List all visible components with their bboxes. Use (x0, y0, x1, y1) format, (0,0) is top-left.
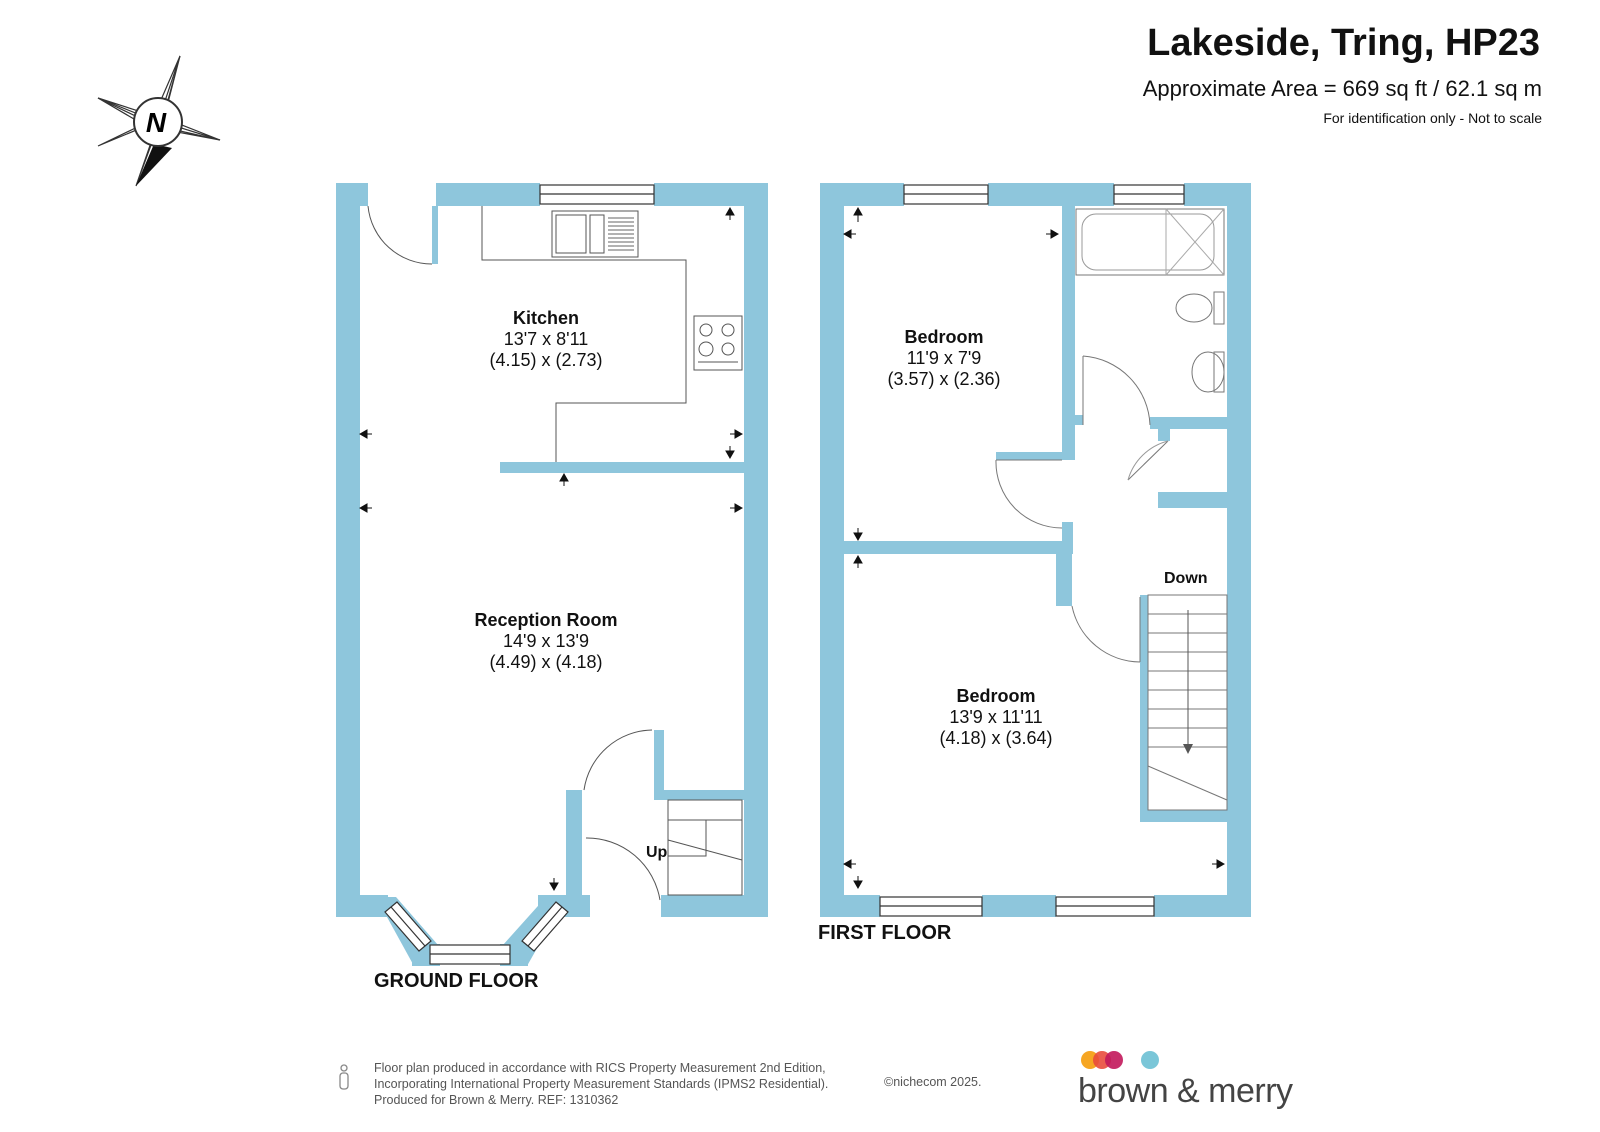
room-metric: (4.15) x (2.73) (489, 350, 603, 370)
ground-floor-fittings (367, 205, 743, 901)
room-reception: Reception Room 14'9 x 13'9 (4.49) x (4.1… (474, 610, 617, 673)
first-floor-label: FIRST FLOOR (818, 922, 952, 944)
room-name: Bedroom (904, 327, 984, 347)
person-icon (339, 1064, 349, 1090)
stairs-up-label: Up (646, 844, 668, 861)
footer-disclaimer: Floor plan produced in accordance with R… (374, 1060, 828, 1108)
room-metric: (4.18) x (3.64) (939, 728, 1053, 748)
room-imperial: 11'9 x 7'9 (906, 348, 982, 368)
first-floor-windows (879, 184, 1185, 917)
ground-floor-label: GROUND FLOOR (374, 970, 539, 992)
room-imperial: 13'7 x 8'11 (503, 329, 589, 349)
identification-note: For identification only - Not to scale (1323, 110, 1542, 126)
footer-line-3: Produced for Brown & Merry. REF: 1310362 (374, 1093, 619, 1107)
first-floor-walls (820, 183, 1251, 917)
room-bedroom-1: Bedroom 11'9 x 7'9 (3.57) x (2.36) (887, 327, 1000, 390)
north-arrow-icon: N (97, 55, 221, 187)
ground-floor-walls (336, 183, 768, 966)
compass-letter: N (146, 107, 167, 138)
room-metric: (3.57) x (2.36) (887, 369, 1001, 389)
room-name: Bedroom (956, 686, 1036, 706)
approximate-area: Approximate Area = 669 sq ft / 62.1 sq m (1142, 76, 1542, 101)
brand-name: brown & merry (1078, 1072, 1293, 1110)
first-floor-dimension-arrows (842, 206, 1226, 890)
first-floor-fittings (995, 208, 1228, 811)
room-imperial: 14'9 x 13'9 (503, 631, 589, 651)
copyright: ©nichecom 2025. (884, 1075, 982, 1089)
ground-floor-windows (384, 184, 655, 965)
room-name: Reception Room (474, 610, 618, 630)
ground-floor-dimension-arrows (358, 206, 744, 892)
page-title: Lakeside, Tring, HP23 (1147, 22, 1540, 64)
room-name: Kitchen (512, 308, 580, 328)
stairs-down-label: Down (1164, 570, 1208, 587)
room-bedroom-2: Bedroom 13'9 x 11'11 (4.18) x (3.64) (939, 686, 1052, 749)
room-imperial: 13'9 x 11'11 (949, 707, 1043, 727)
footer-line-2: Incorporating International Property Mea… (374, 1077, 829, 1091)
room-kitchen: Kitchen 13'7 x 8'11 (4.15) x (2.73) (489, 308, 602, 371)
footer-line-1: Floor plan produced in accordance with R… (374, 1061, 826, 1075)
room-metric: (4.49) x (4.18) (489, 652, 603, 672)
brand-logo-icon (1081, 1051, 1159, 1069)
